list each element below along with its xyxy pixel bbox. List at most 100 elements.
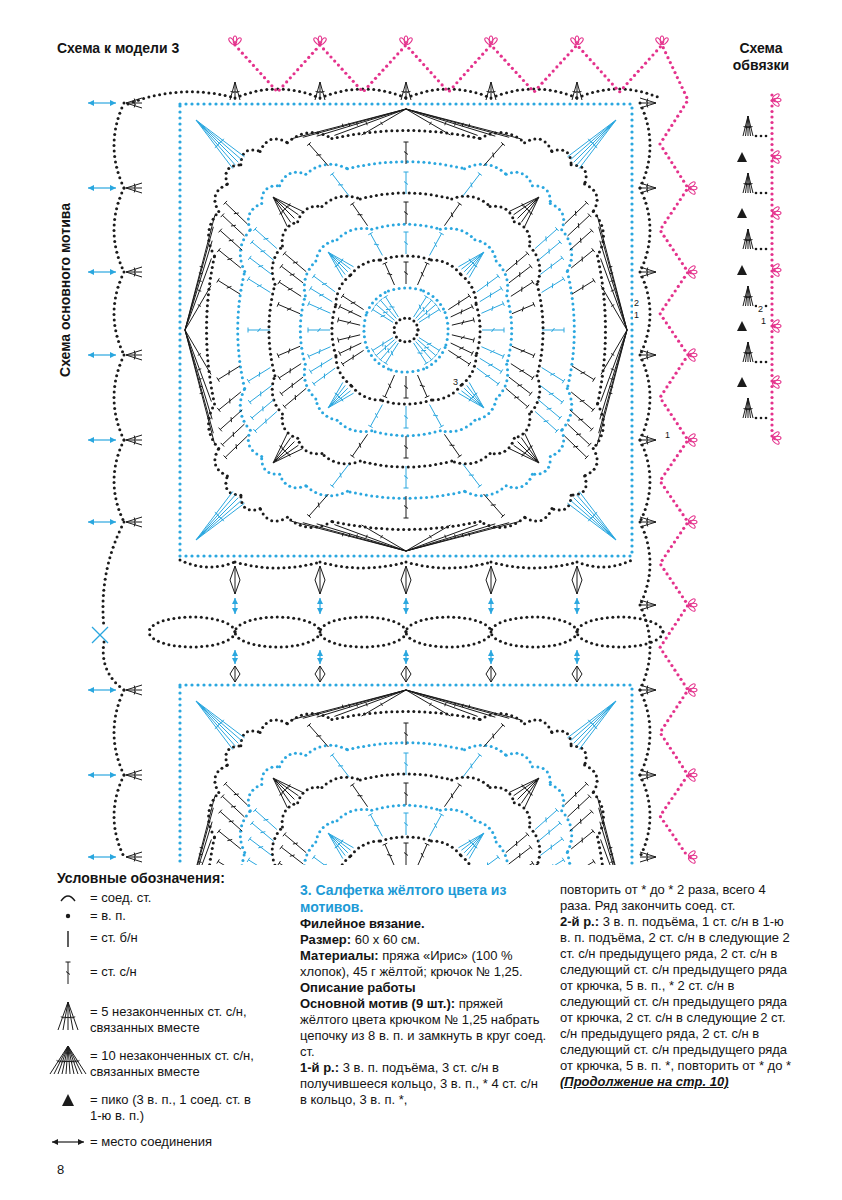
chain-dot: [387, 401, 390, 404]
chain-dot: [239, 289, 242, 292]
chain-dot: [630, 544, 633, 547]
dc-stitch: [289, 349, 290, 354]
chain-dot: [441, 351, 444, 354]
chain-dot: [400, 554, 403, 557]
chain-dot: [363, 461, 366, 464]
chain-dot: [500, 169, 503, 172]
chain-dot: [237, 305, 240, 308]
chain-dot: [271, 364, 274, 367]
chain-dot: [270, 519, 273, 522]
chain-dot: [425, 496, 428, 499]
chain: [473, 238, 496, 258]
chain: [236, 273, 246, 390]
cluster-stitch: [279, 213, 282, 215]
chain-dot: [226, 474, 229, 477]
chain-dot: [460, 229, 463, 232]
chain-dot: [206, 299, 209, 302]
chain-dot: [178, 464, 181, 467]
chain-dot: [537, 396, 540, 399]
chain-dot: [212, 261, 215, 264]
chain-dot: [251, 449, 254, 452]
chain-dot: [370, 554, 373, 557]
chain-dot: [465, 426, 468, 429]
chain-dot: [513, 437, 516, 440]
chain-dot: [249, 429, 252, 432]
chain-dot: [211, 266, 214, 269]
chain-dot: [622, 102, 625, 105]
chain-dot: [475, 461, 478, 464]
chain-dot: [534, 520, 537, 523]
chain-dot: [178, 452, 181, 455]
chain-dot: [395, 255, 398, 258]
chain-dot: [221, 472, 224, 475]
chain-dot: [484, 554, 487, 557]
chain-dot: [309, 488, 312, 491]
chain-dot: [305, 449, 308, 452]
chain-dot: [604, 320, 607, 323]
chain-dot: [469, 492, 472, 495]
chain-dot: [178, 434, 181, 437]
chain-dot: [418, 102, 421, 105]
chain-dot: [521, 432, 524, 435]
chain-dot: [241, 393, 244, 396]
chain-dot: [178, 494, 181, 497]
chain-dot: [178, 470, 181, 473]
chain-dot: [368, 306, 371, 309]
chain-dot: [376, 554, 379, 557]
chain-dot: [178, 152, 181, 155]
chain-dot: [304, 294, 307, 297]
chain-dot: [630, 178, 633, 181]
chain-dot: [572, 313, 575, 316]
chain-dot: [349, 229, 352, 232]
chain-dot: [554, 205, 557, 208]
chain-dot: [283, 427, 286, 430]
dc-stitch: [350, 202, 354, 205]
chain-dot: [430, 193, 433, 196]
chain-dot: [349, 428, 352, 431]
chain-dot: [372, 259, 375, 262]
chain-dot: [403, 223, 406, 226]
chain-dot: [517, 435, 520, 438]
chain-dot: [401, 466, 404, 469]
chain-dot: [454, 554, 457, 557]
chain-dot: [352, 133, 355, 136]
chain-dot: [509, 343, 512, 346]
dc-stitch: [338, 317, 339, 322]
chain-dot: [178, 518, 181, 521]
chain-dot: [213, 200, 216, 203]
chain-dot: [538, 269, 541, 272]
chain-dot: [184, 102, 187, 105]
chain-dot: [284, 229, 287, 232]
chain-dot: [538, 293, 541, 296]
chain-dot: [450, 460, 453, 463]
chain-dot: [511, 442, 514, 445]
chain-dot: [178, 410, 181, 413]
chain-dot: [354, 429, 357, 432]
chain-dot: [273, 377, 276, 380]
chain-dot: [455, 165, 458, 168]
chain-dot: [248, 444, 251, 447]
chain-dot: [395, 370, 398, 373]
chain-dot: [332, 343, 335, 346]
chain-dot: [478, 417, 481, 420]
chain-dot: [450, 197, 453, 200]
chain-dot: [536, 374, 539, 377]
chain-dot: [178, 104, 181, 107]
dc-stitch: [578, 223, 579, 228]
chain-dot: [373, 358, 376, 361]
chain-dot: [339, 371, 342, 374]
chain-dot: [498, 264, 501, 267]
chain-dot: [550, 102, 553, 105]
dc-stitch: [234, 213, 239, 214]
chain-dot: [569, 286, 572, 289]
chain-dot: [292, 102, 295, 105]
chain-dot: [526, 554, 529, 557]
chain-dot: [318, 164, 321, 167]
chain-dot: [482, 200, 485, 203]
chain-dot: [472, 196, 475, 199]
chain-dot: [499, 206, 502, 209]
chain-dot: [354, 228, 357, 231]
chain-dot: [367, 349, 370, 352]
chain-dot: [364, 341, 367, 344]
chain-dot: [268, 347, 271, 350]
